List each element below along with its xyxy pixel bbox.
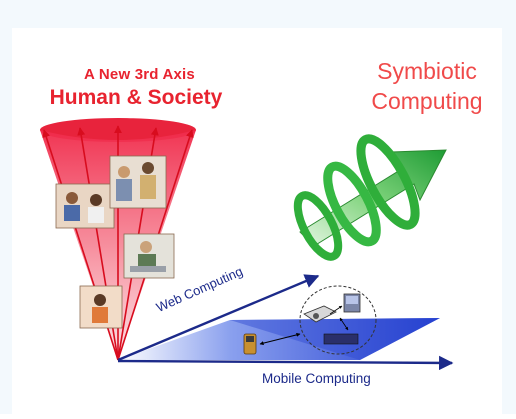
device-icon <box>323 333 359 345</box>
symbiotic-spiral-arrow <box>293 134 447 261</box>
projector-icon <box>303 305 337 323</box>
connection-arrow <box>329 305 343 315</box>
connection-arrow <box>339 317 349 331</box>
cellphone-icon <box>243 333 257 355</box>
symbiotic-title-line1: Symbiotic <box>377 58 477 84</box>
mobile-computing-label: Mobile Computing <box>262 371 371 386</box>
web-computing-axis <box>117 274 320 362</box>
connection-arrow <box>259 332 301 346</box>
people-photo-icon <box>55 183 115 229</box>
third-axis-subtitle: Human & Society <box>49 86 223 109</box>
mobile-computing-axis <box>117 355 454 371</box>
third-axis-title: A New 3rd Axis <box>84 66 195 83</box>
people-photo-icon <box>109 155 167 209</box>
symbiotic-title-line2: Computing <box>371 88 483 114</box>
computer-icon <box>343 293 361 313</box>
device-cluster-outline <box>299 285 377 355</box>
people-photo-icon <box>79 285 123 329</box>
people-photo-icon <box>123 233 175 279</box>
